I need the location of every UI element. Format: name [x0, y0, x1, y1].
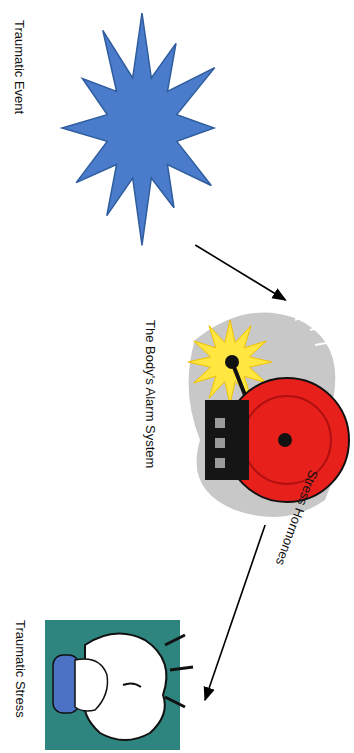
stressed-person	[45, 620, 193, 750]
alarm-bell	[188, 305, 349, 517]
alarm-node: The Body's Alarm System	[175, 300, 345, 525]
stress-node: Traumatic Stress	[45, 615, 205, 750]
node-outline	[175, 300, 345, 525]
node-label: Traumatic Stress	[13, 620, 28, 718]
arrow-connector	[195, 245, 285, 300]
node-outline	[45, 615, 205, 750]
star-burst	[62, 13, 215, 245]
node-label: The Body's Alarm System	[143, 320, 158, 468]
event-star: Traumatic Event	[60, 10, 225, 245]
node-label: Traumatic Event	[12, 20, 27, 114]
node-outline	[60, 10, 225, 245]
arrow-connector	[205, 525, 265, 700]
